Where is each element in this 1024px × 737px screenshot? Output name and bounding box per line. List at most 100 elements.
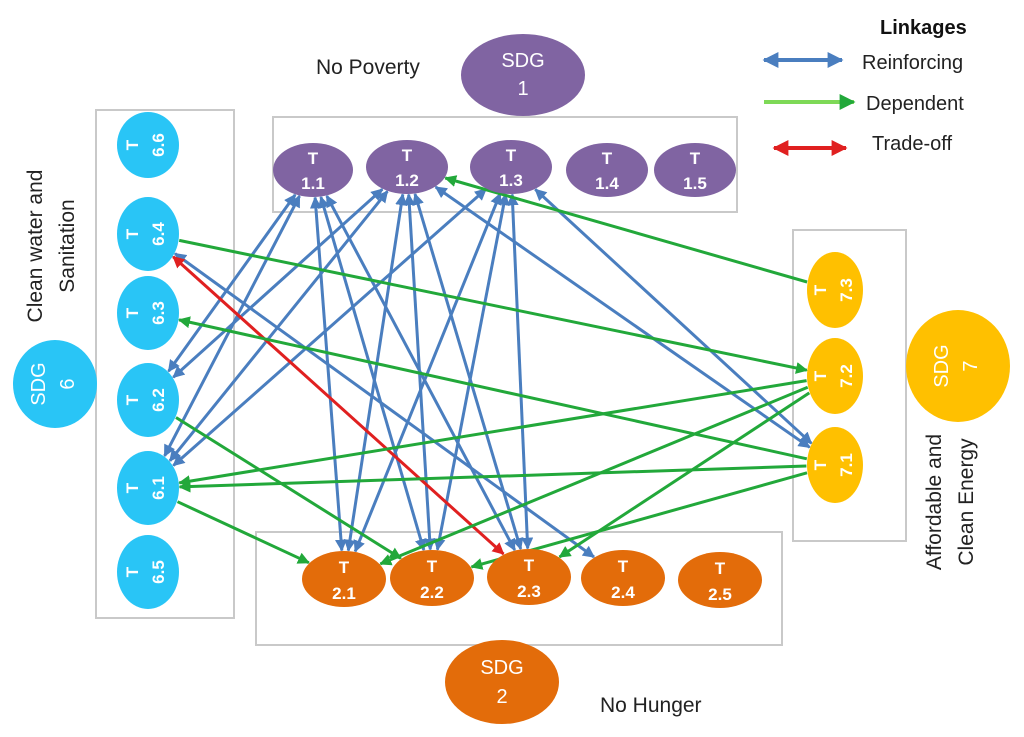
target-node-6-3: T 6.3: [117, 276, 179, 350]
target-2-3-number: 2.3: [517, 582, 541, 601]
linkage-arrows: [163, 175, 813, 570]
target-1-2-prefix: T: [402, 146, 413, 165]
sdg6-number: 6: [57, 378, 79, 389]
sdg1-name: No Poverty: [316, 56, 420, 79]
link-reinforcing-t12-t23: [412, 192, 524, 551]
target-6-1-number: 6.1: [149, 476, 168, 500]
target-node-7-3: T 7.3: [807, 252, 863, 328]
legend-tradeoff-label: Trade-off: [872, 133, 952, 155]
target-node-6-2: T 6.2: [117, 363, 179, 437]
link-dependent-t71-t61: [178, 464, 807, 493]
target-node-2-2: T 2.2: [390, 550, 474, 606]
target-7-1-number: 7.1: [837, 453, 856, 477]
target-2-4-number: 2.4: [611, 583, 635, 602]
target-node-6-6: T 6.6: [117, 112, 179, 178]
target-6-4-prefix: T: [123, 228, 142, 239]
sdg1-number: 1: [517, 78, 528, 100]
sdg1-label: SDG: [501, 50, 544, 72]
target-node-2-5: T 2.5: [678, 552, 762, 608]
target-6-3-prefix: T: [123, 307, 142, 318]
target-1-3-prefix: T: [506, 146, 517, 165]
sdg2-goal: SDG 2: [445, 640, 559, 724]
link-tradeoff-t64-t23: [172, 255, 505, 556]
sdg7-goal: SDG 7: [906, 310, 1010, 422]
sdg1-goal: SDG 1: [461, 34, 585, 116]
target-6-2-prefix: T: [123, 394, 142, 405]
legend: Linkages Reinforcing Dependent Trade-off: [762, 17, 967, 156]
target-7-3-prefix: T: [811, 284, 830, 295]
link-dependent-t61-t21: [176, 500, 310, 565]
link-dependent-t72-t21: [379, 385, 809, 566]
link-dependent-t64-t72: [178, 238, 808, 374]
target-node-6-5: T 6.5: [117, 535, 179, 609]
target-1-5-prefix: T: [690, 149, 701, 168]
legend-title: Linkages: [880, 17, 967, 39]
target-1-4-prefix: T: [602, 149, 613, 168]
sdg6-name-line2: Sanitation: [56, 199, 79, 292]
legend-reinforcing-label: Reinforcing: [862, 52, 963, 74]
target-node-6-4: T 6.4: [117, 197, 179, 271]
target-node-1-1: T 1.1: [273, 143, 353, 197]
target-2-2-prefix: T: [427, 557, 438, 576]
target-node-7-1: T 7.1: [807, 427, 863, 503]
target-2-1-number: 2.1: [332, 584, 356, 603]
target-2-2-number: 2.2: [420, 583, 444, 602]
target-node-7-2: T 7.2: [807, 338, 863, 414]
target-1-5-number: 1.5: [683, 174, 707, 193]
sdg7-name-line1: Affordable and: [923, 434, 946, 570]
target-node-2-4: T 2.4: [581, 550, 665, 606]
target-node-1-4: T 1.4: [566, 143, 648, 197]
legend-dependent-label: Dependent: [866, 93, 964, 115]
target-node-2-1: T 2.1: [302, 551, 386, 607]
target-6-3-number: 6.3: [149, 301, 168, 325]
sdg2-number: 2: [496, 686, 507, 708]
link-dependent-t62-t22: [175, 416, 402, 560]
sdg7-label: SDG: [931, 344, 953, 387]
link-dependent-t73-t12: [444, 175, 808, 284]
target-1-1-prefix: T: [308, 149, 319, 168]
target-7-3-number: 7.3: [837, 278, 856, 302]
link-reinforcing-t13-t23: [506, 193, 534, 550]
sdg7-name-line2: Clean Energy: [955, 438, 978, 566]
target-2-4-prefix: T: [618, 557, 629, 576]
target-nodes: T 1.1 T 1.2 T 1.3 T 1.4 T 1.5 T 2.1: [117, 112, 863, 609]
sdg2-name: No Hunger: [600, 694, 702, 717]
sdg6-goal: SDG 6: [13, 340, 97, 428]
target-2-5-number: 2.5: [708, 585, 732, 604]
target-node-1-3: T 1.3: [470, 140, 552, 194]
link-reinforcing-t64-t24: [174, 252, 595, 559]
target-node-1-2: T 1.2: [366, 140, 448, 194]
target-7-2-prefix: T: [811, 370, 830, 381]
target-1-2-number: 1.2: [395, 171, 419, 190]
target-1-3-number: 1.3: [499, 171, 523, 190]
target-node-2-3: T 2.3: [487, 549, 571, 605]
target-1-4-number: 1.4: [595, 174, 619, 193]
sdg6-label: SDG: [28, 362, 50, 405]
target-6-5-prefix: T: [123, 566, 142, 577]
sdg6-name-line1: Clean water and: [24, 170, 47, 323]
target-2-3-prefix: T: [524, 556, 535, 575]
target-6-6-prefix: T: [123, 139, 142, 150]
target-7-2-number: 7.2: [837, 364, 856, 388]
link-dependent-t71-t63: [177, 316, 808, 461]
target-7-1-prefix: T: [811, 459, 830, 470]
link-reinforcing-t13-t22: [433, 193, 510, 551]
target-6-2-number: 6.2: [149, 388, 168, 412]
target-1-1-number: 1.1: [301, 174, 325, 193]
target-6-6-number: 6.6: [149, 133, 168, 157]
target-2-1-prefix: T: [339, 558, 350, 577]
link-dependent-t72-t61: [178, 379, 807, 488]
target-node-6-1: T 6.1: [117, 451, 179, 525]
link-reinforcing-t12-t21: [344, 193, 408, 552]
link-reinforcing-t13-t71: [534, 188, 813, 445]
sdg7-number: 7: [960, 360, 982, 371]
target-6-1-prefix: T: [123, 482, 142, 493]
link-dependent-t72-t23: [558, 391, 811, 559]
target-node-1-5: T 1.5: [654, 143, 736, 197]
target-6-4-number: 6.4: [149, 222, 168, 246]
target-6-5-number: 6.5: [149, 560, 168, 584]
target-2-5-prefix: T: [715, 559, 726, 578]
sdg2-label: SDG: [480, 657, 523, 679]
